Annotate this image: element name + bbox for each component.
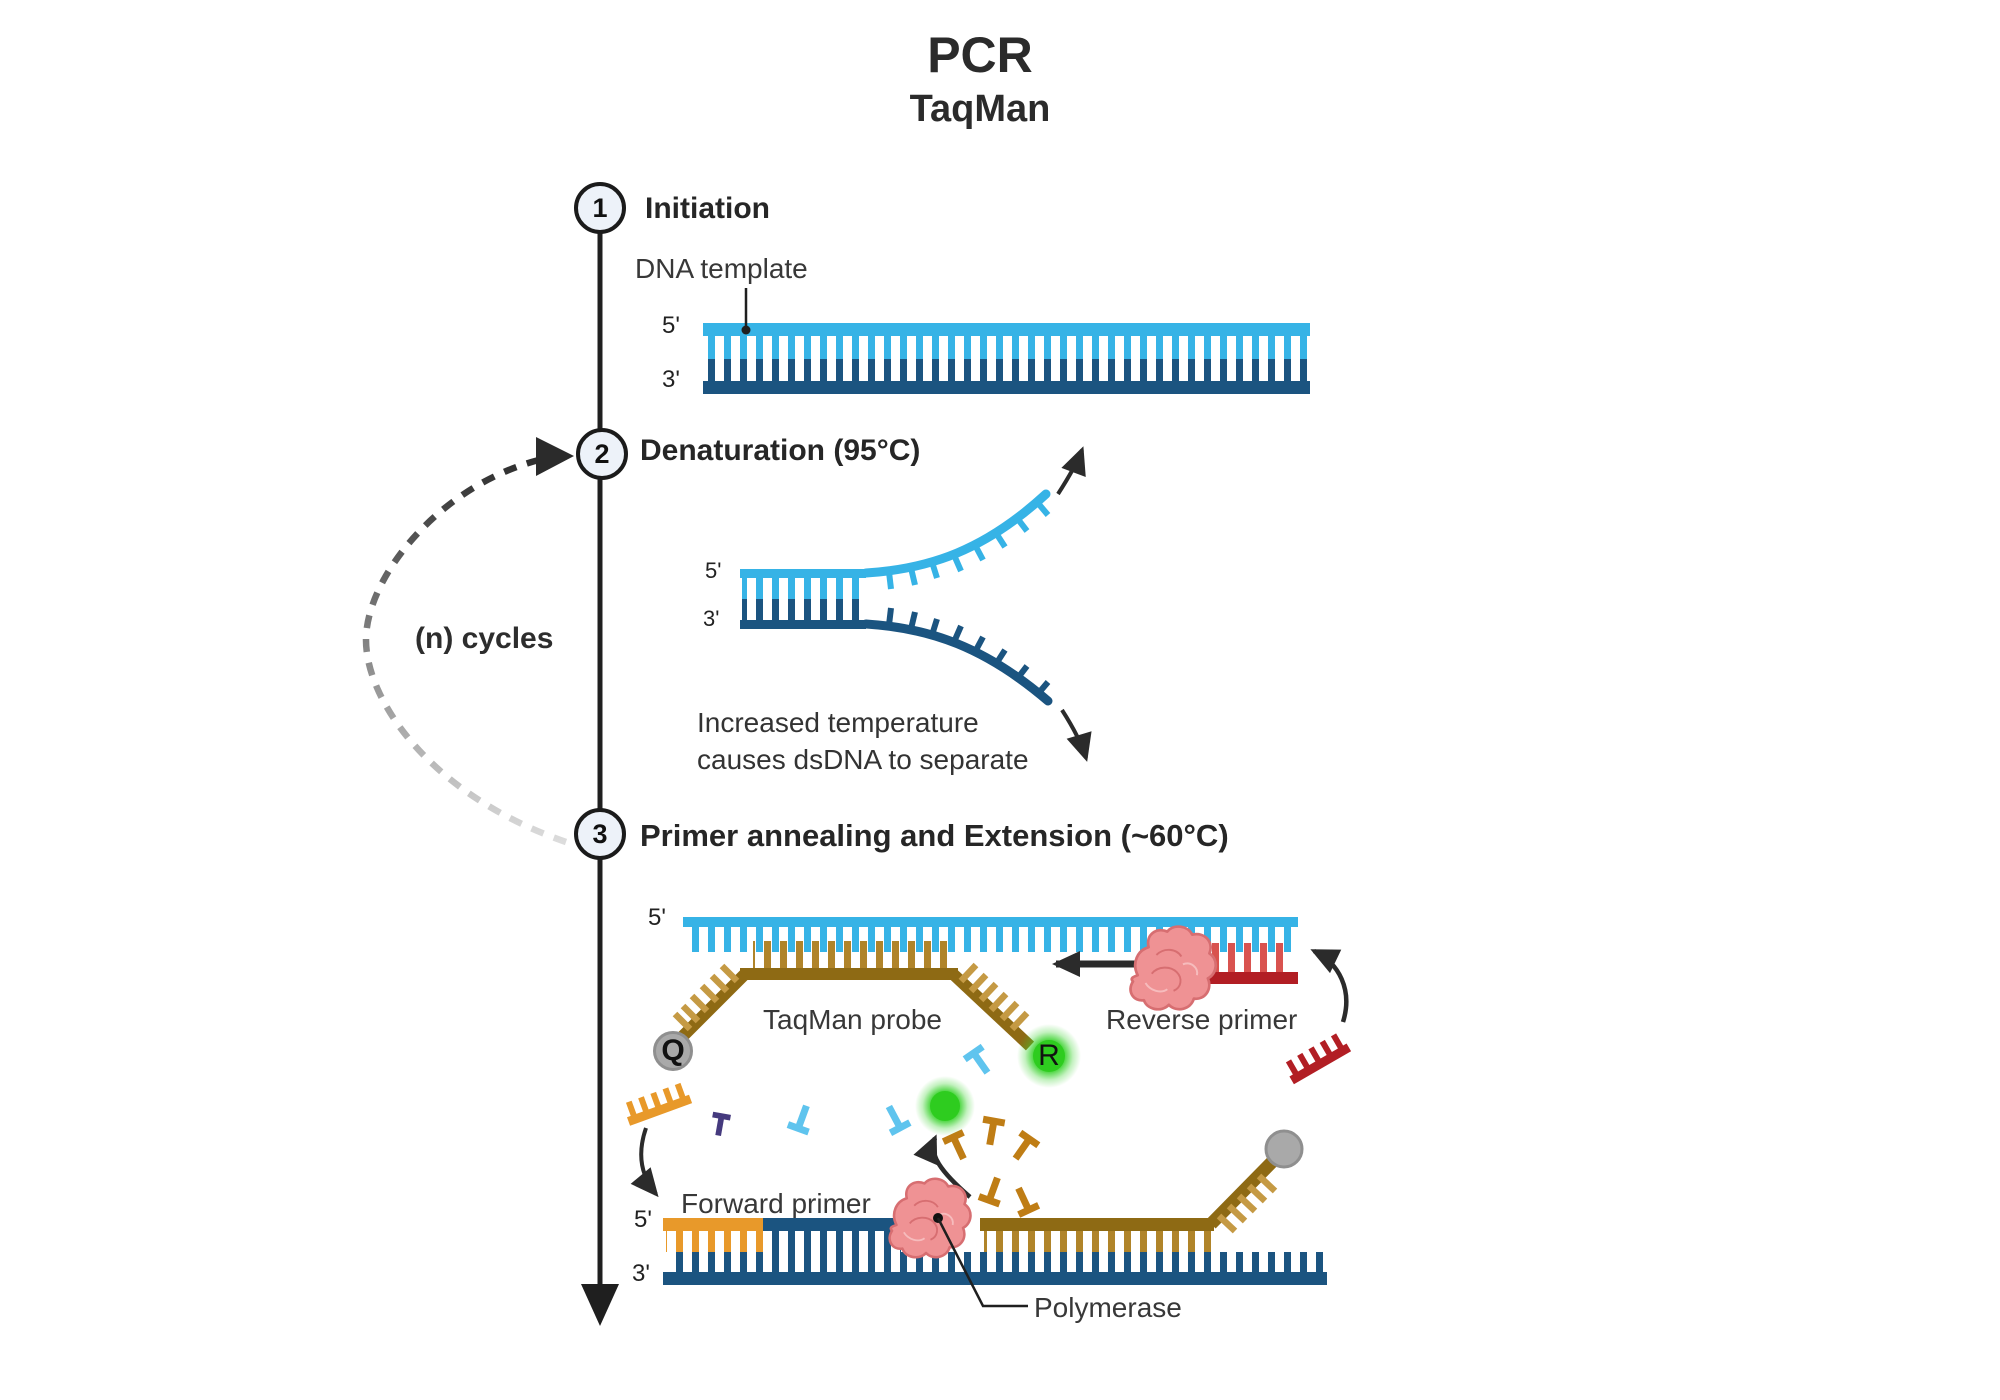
denaturation-caption: Increased temperature causes dsDNA to se… <box>697 704 1029 778</box>
step-3-number: 3 <box>592 818 608 849</box>
denaturation-caption-line1: Increased temperature <box>697 707 979 738</box>
separation-arrow-up <box>1056 446 1086 496</box>
separation-arrow-down <box>1060 708 1092 762</box>
displaced-quencher-ball <box>1264 1129 1304 1169</box>
displaced-probe-teeth <box>1216 1173 1278 1234</box>
forward-primer-arrow <box>630 1127 659 1198</box>
forward-primer-label: Forward primer <box>681 1188 871 1219</box>
taqman-probe-label: TaqMan probe <box>763 1004 943 1035</box>
step2-three-prime-label: 3' <box>703 606 720 631</box>
page-subtitle: TaqMan <box>909 88 1051 130</box>
fork-bottom-teeth <box>886 607 1051 697</box>
reverse-primer-annealed <box>1200 943 1298 984</box>
quencher-letter: Q <box>661 1034 685 1067</box>
timeline <box>581 208 619 1326</box>
free-nucleotides <box>709 1047 1038 1215</box>
step-1-heading: Initiation <box>645 192 770 225</box>
step3-five-prime-label: 5' <box>648 904 666 931</box>
polymerase-label: Polymerase <box>1034 1292 1182 1323</box>
reporter-letter: R <box>1038 1039 1060 1072</box>
reverse-primer-label: Reverse primer <box>1106 1004 1298 1035</box>
fork-top-teeth <box>886 500 1051 590</box>
forward-primer-free: #fp .fp-teeth{fill:#f0a93e} <box>622 1081 693 1126</box>
dna-template-pointer <box>741 288 751 335</box>
denaturation-caption-line2: causes dsDNA to separate <box>697 744 1029 775</box>
taqman-probe <box>672 941 1035 1051</box>
step-2-number: 2 <box>594 438 610 469</box>
step-3-heading: Primer annealing and Extension (~60°C) <box>640 818 1229 853</box>
step1-five-prime-label: 5' <box>662 312 680 339</box>
probe-right-teeth <box>958 962 1030 1032</box>
polymerase-leader <box>933 1213 1028 1308</box>
cycles-arrowhead <box>536 437 574 476</box>
reverse-primer-free: #rp .fp-teeth{fill:#d9534f} <box>1282 1031 1352 1085</box>
step-3-marker: 3 <box>574 808 626 860</box>
step-1-marker: 1 <box>574 182 626 234</box>
polymerase-lower <box>888 1177 972 1259</box>
step2-dna-fork <box>740 489 1053 706</box>
step-1-number: 1 <box>592 192 608 223</box>
step-2-heading: Denaturation (95°C) <box>640 434 921 467</box>
cycles-arc <box>362 437 574 846</box>
cycles-label: (n) cycles <box>415 622 554 655</box>
dna-template-label: DNA template <box>635 253 808 284</box>
step1-three-prime-label: 3' <box>662 366 680 393</box>
step-2-marker: 2 <box>576 428 628 480</box>
step2-five-prime-label: 5' <box>705 558 722 583</box>
synthesis-strand <box>663 1157 1327 1285</box>
probe-left-teeth <box>672 963 740 1032</box>
timeline-arrowhead <box>581 1284 619 1326</box>
reporter-glow <box>1017 1024 1081 1088</box>
step1-dna-template <box>703 323 1310 394</box>
quencher-ball <box>653 1031 693 1071</box>
step3-bottom-five-prime-label: 5' <box>634 1206 652 1233</box>
released-reporter <box>915 1076 975 1136</box>
reverse-primer-arrow <box>1310 948 1349 1023</box>
step3-bottom-three-prime-label: 3' <box>632 1260 650 1287</box>
page-title: PCR <box>927 27 1033 83</box>
